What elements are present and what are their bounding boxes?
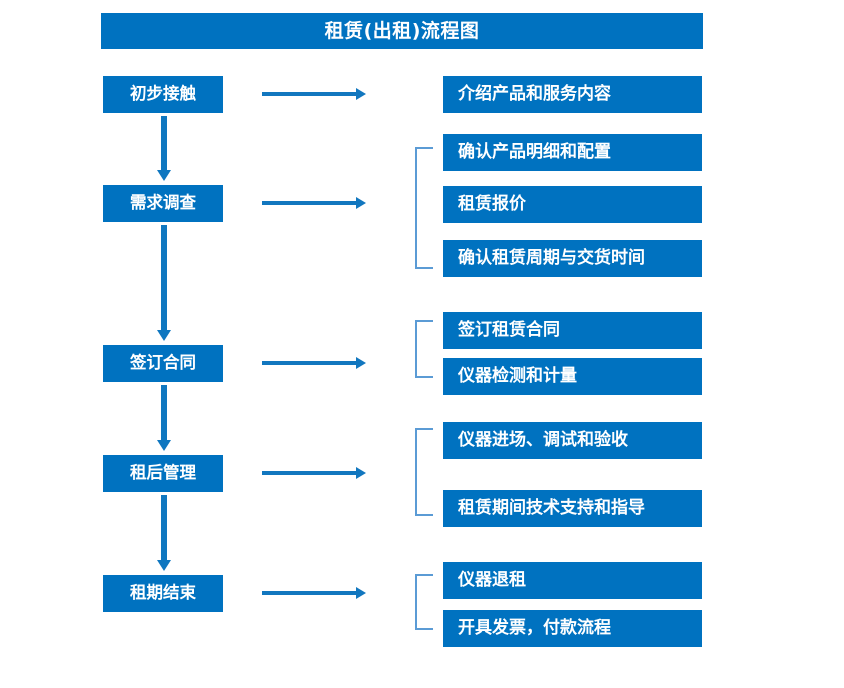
detail-box-租赁期间技术支持和指导[interactable]: 租赁期间技术支持和指导: [443, 490, 702, 527]
detail-label: 仪器检测和计量: [458, 366, 577, 386]
group-bracket-1: [415, 147, 433, 269]
down-arrow-icon-3: [157, 385, 171, 451]
detail-box-签订租赁合同[interactable]: 签订租赁合同: [443, 312, 702, 349]
stage-label: 租后管理: [130, 463, 196, 483]
detail-box-确认产品明细和配置[interactable]: 确认产品明细和配置: [443, 134, 702, 171]
stage-box-租后管理[interactable]: 租后管理: [103, 455, 223, 492]
group-bracket-4: [415, 574, 433, 630]
detail-label: 确认产品明细和配置: [458, 142, 611, 162]
stage-label: 签订合同: [130, 353, 196, 373]
group-bracket-2: [415, 320, 433, 378]
detail-box-仪器检测和计量[interactable]: 仪器检测和计量: [443, 358, 702, 395]
stage-label: 需求调查: [130, 193, 196, 213]
right-arrow-icon-2: [262, 197, 366, 209]
detail-label: 介绍产品和服务内容: [458, 84, 611, 104]
right-arrow-icon-5: [262, 587, 366, 599]
chart-title-bar: 租赁(出租)流程图: [101, 13, 703, 49]
page-title: 租赁(出租)流程图: [324, 19, 480, 42]
down-arrow-icon-4: [157, 495, 171, 571]
down-arrow-icon-1: [157, 116, 171, 181]
down-arrow-icon-2: [157, 225, 171, 341]
stage-label: 租期结束: [130, 583, 196, 603]
detail-label: 开具发票，付款流程: [458, 618, 611, 638]
stage-box-需求调查[interactable]: 需求调查: [103, 185, 223, 222]
stage-box-初步接触[interactable]: 初步接触: [103, 76, 223, 113]
group-bracket-3: [415, 428, 433, 516]
stage-box-签订合同[interactable]: 签订合同: [103, 345, 223, 382]
stage-box-租期结束[interactable]: 租期结束: [103, 575, 223, 612]
detail-box-仪器退租[interactable]: 仪器退租: [443, 562, 702, 599]
detail-label: 仪器退租: [458, 570, 526, 590]
right-arrow-icon-4: [262, 467, 366, 479]
right-arrow-icon-3: [262, 357, 366, 369]
detail-box-仪器进场调试和验收[interactable]: 仪器进场、调试和验收: [443, 422, 702, 459]
detail-label: 签订租赁合同: [458, 320, 560, 340]
detail-box-确认租赁周期与交货时间[interactable]: 确认租赁周期与交货时间: [443, 240, 702, 277]
detail-label: 租赁报价: [458, 194, 526, 214]
detail-box-租赁报价[interactable]: 租赁报价: [443, 186, 702, 223]
detail-label: 仪器进场、调试和验收: [458, 430, 628, 450]
detail-label: 确认租赁周期与交货时间: [458, 248, 645, 268]
detail-label: 租赁期间技术支持和指导: [458, 498, 645, 518]
stage-label: 初步接触: [130, 84, 196, 104]
detail-box-介绍产品和服务内容[interactable]: 介绍产品和服务内容: [443, 76, 702, 113]
detail-box-开具发票付款流程[interactable]: 开具发票，付款流程: [443, 610, 702, 647]
right-arrow-icon-1: [262, 88, 366, 100]
